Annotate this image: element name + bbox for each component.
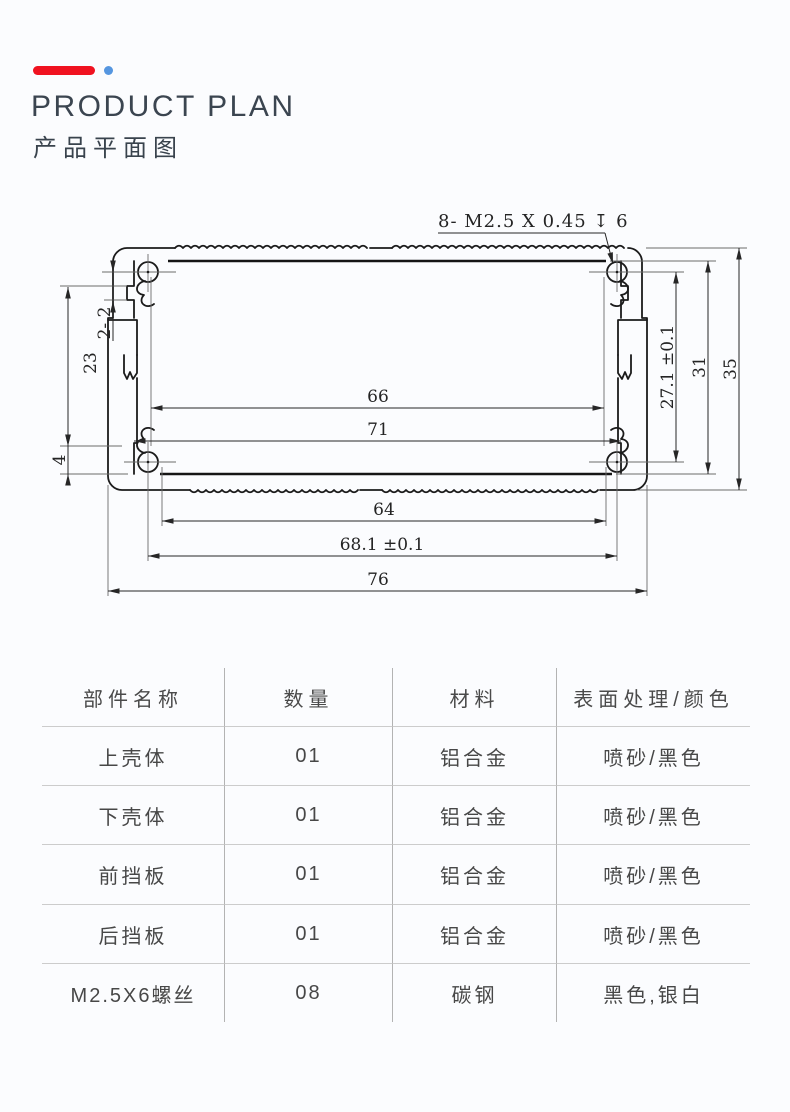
screw-boss-top-left [102,254,176,307]
cell-material: 铝合金 [392,785,556,844]
top-knurl-left [174,244,368,249]
cell-quantity: 01 [224,904,392,963]
dim-label-bottom-inner-width: 64 [373,500,395,520]
cell-quantity: 01 [224,844,392,904]
col-header-quantity: 数量 [224,668,392,726]
cell-finish-color: 喷砂/黑色 [556,844,750,904]
brand-marks [33,66,113,78]
col-header-material: 材料 [392,668,556,726]
cell-finish-color: 喷砂/黑色 [556,904,750,963]
extension-lines [60,247,747,596]
top-knurl-right [391,244,625,249]
dim-label-inner-height: 31 [690,356,710,378]
dim-label-left-height: 23 [81,352,101,374]
cell-material: 铝合金 [392,726,556,785]
cell-quantity: 01 [224,726,392,785]
right-wall-notch [617,354,632,380]
col-header-finish-color: 表面处理/颜色 [556,668,750,726]
page-subtitle: 产品平面图 [33,135,183,162]
cell-material: 铝合金 [392,844,556,904]
bottom-knurl-right [381,489,599,494]
dim-label-boss-height: 27.1 ±0.1 [658,325,678,410]
blue-accent-dot [104,66,113,75]
cell-part-name: M2.5X6螺丝 [42,963,224,1022]
cell-material: 铝合金 [392,904,556,963]
left-wall-notch [123,354,138,380]
left-wall-seam [107,319,138,475]
profile-left-shell [107,247,191,491]
red-accent-bar [33,66,95,75]
dim-label-mid-width: 71 [367,420,389,440]
cell-quantity: 08 [224,963,392,1022]
thread-callout-leader [604,232,614,265]
right-wall-seam [617,319,648,475]
screw-bosses [102,254,661,482]
cell-part-name: 下壳体 [42,785,224,844]
dim-label-overall-height: 35 [721,358,741,380]
dim-label-left-bottom: 4 [50,455,70,466]
dim-label-inner-width: 66 [367,387,389,407]
dim-label-overall-width: 76 [367,570,389,590]
cell-part-name: 后挡板 [42,904,224,963]
cell-finish-color: 喷砂/黑色 [556,726,750,785]
dim-label-boss-span: 68.1 ±0.1 [340,535,425,555]
technical-drawing: 8- M2.5 X 0.45 ↧ 6 66 71 64 68.1 ±0.1 76… [50,211,747,596]
page-title: PRODUCT PLAN [31,90,296,123]
bottom-knurl-left [189,489,359,494]
col-header-part-name: 部件名称 [83,688,183,711]
parts-table: 部件名称 数量 材料 表面处理/颜色 上壳体 01 铝合金 喷砂/黑色 下壳体 … [42,668,750,1022]
cell-finish-color: 喷砂/黑色 [556,785,750,844]
thread-callout-label: 8- M2.5 X 0.45 ↧ 6 [438,211,629,232]
cell-material: 碳钢 [392,963,556,1022]
enclosure-profile [107,244,648,494]
cell-quantity: 01 [224,785,392,844]
cell-part-name: 前挡板 [42,844,224,904]
left-wall-steps [126,260,135,319]
cell-part-name: 上壳体 [42,726,224,785]
screw-boss-top-right [589,254,661,307]
dimension-lines [65,232,742,594]
dimension-labels: 8- M2.5 X 0.45 ↧ 6 66 71 64 68.1 ±0.1 76… [50,211,741,590]
cell-finish-color: 黑色,银白 [556,963,750,1022]
dim-label-left-step: 2- 2 [95,307,115,340]
profile-right-shell [599,247,648,491]
screw-boss-bottom-left [124,427,176,482]
